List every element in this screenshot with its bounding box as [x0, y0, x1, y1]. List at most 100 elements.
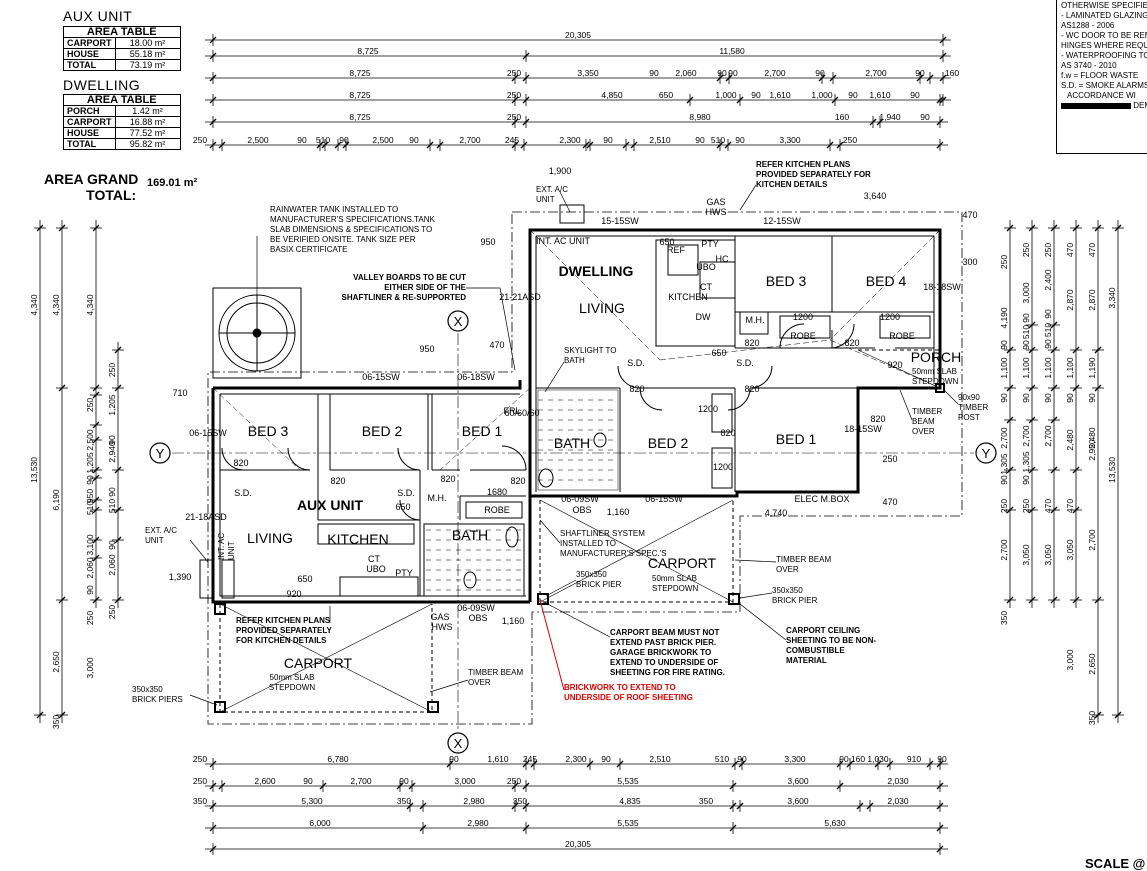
- dimension-label: 1,305: [1021, 451, 1031, 473]
- plan-small-label: 820: [510, 476, 525, 486]
- dimension-tick-slash: [1006, 416, 1014, 424]
- plan-small-label: OBS: [572, 505, 591, 515]
- plan-small-label: 18-18SW: [923, 282, 961, 292]
- note-line: SHEETING TO BE NON-: [786, 636, 876, 645]
- dimension-label: 1,000: [811, 90, 833, 100]
- grand-total-label-1: AREA GRAND: [44, 171, 139, 187]
- dimension-tick-slash: [522, 96, 530, 104]
- dimension-tick-slash: [1094, 224, 1102, 232]
- note-line: EXT. A/C: [145, 526, 177, 535]
- dimension-label: 90: [751, 90, 761, 100]
- room-label-aux-bed-3: BED 3: [248, 423, 289, 439]
- dimension-label: 350: [51, 715, 61, 729]
- plan-small-label: 1200: [698, 404, 718, 414]
- dimension-label: 2,030: [887, 776, 909, 786]
- dimension-label: 6,000: [309, 818, 331, 828]
- dwelling-label: DWELLING: [559, 263, 634, 279]
- dimension-label: 90: [695, 135, 705, 145]
- dimension-label: 2,980: [463, 796, 485, 806]
- dimension-tick-slash: [1006, 224, 1014, 232]
- note-line: KITCHEN DETAILS: [756, 180, 828, 189]
- dimension-label: 1,610: [769, 90, 791, 100]
- dimension-tick-slash: [936, 845, 944, 853]
- note-line: BE VERIFIED ONSITE. TANK SIZE PER: [270, 235, 416, 244]
- grand-total-label: AREA GRAND TOTAL:: [44, 171, 138, 203]
- dimension-tick-slash: [511, 782, 519, 790]
- note-line: GARAGE BRICKWORK TO: [610, 648, 711, 657]
- plan-small-label: M.H.: [746, 315, 765, 325]
- note-line: FOR KITCHEN DETAILS: [236, 636, 327, 645]
- roof-outline: [207, 211, 963, 725]
- plan-small-label: CT: [700, 282, 712, 292]
- dimension-tick-slash: [511, 74, 519, 82]
- note-line: SHAFTLINER SYSTEM: [560, 529, 645, 538]
- dimension-tick-slash: [1028, 506, 1036, 514]
- dimension-label: 2,600: [254, 776, 276, 786]
- dimension-label: 2,700: [350, 776, 372, 786]
- legend-line: - WATERPROOFING TO: [1061, 51, 1147, 60]
- grid-marker-circle: [447, 732, 469, 754]
- note-line: BEAM: [912, 417, 935, 426]
- dimension-tick-slash: [1028, 321, 1036, 329]
- room-label-aux-living: LIVING: [247, 530, 293, 546]
- dimension-label: 2,500: [372, 135, 394, 145]
- dimension-label: 3,000: [1065, 649, 1075, 671]
- dimension-label: 250: [193, 754, 207, 764]
- dimension-label: 3,050: [1043, 544, 1053, 566]
- dimension-label: 250: [1043, 243, 1053, 257]
- plan-small-label: 820: [844, 338, 859, 348]
- dimension-tick-slash: [319, 782, 327, 790]
- dimension-tick-slash: [92, 466, 100, 474]
- dimension-label: 4,340: [85, 294, 95, 316]
- dimension-label: 90: [409, 135, 419, 145]
- dimension-tick-slash: [58, 711, 66, 719]
- dimension-label: 2,060: [675, 68, 697, 78]
- dimension-tick-slash: [522, 74, 530, 82]
- note-line: INSTALLED TO: [560, 539, 616, 548]
- plan-small-label: 12-15SW: [763, 216, 801, 226]
- dimension-tick-slash: [92, 554, 100, 562]
- dimension-label: 250: [507, 776, 521, 786]
- dimension-label: 11,580: [719, 46, 745, 56]
- dimension-tick-slash: [1028, 346, 1036, 354]
- dimension-tick-slash: [716, 74, 724, 82]
- dimension-tick-slash: [218, 141, 226, 149]
- dimension-label: 90: [910, 90, 920, 100]
- note-line: STEPDOWN: [269, 683, 315, 692]
- note-line: 90x90: [958, 393, 980, 402]
- dimension-label: 1,940: [879, 112, 901, 122]
- dimension-tick-slash: [856, 802, 864, 810]
- dimension-tick-slash: [92, 224, 100, 232]
- note-line: BATH: [564, 356, 585, 365]
- note-line: MANUFACTURER'S SPECIFICATIONS.TANK: [270, 215, 435, 224]
- dimension-tick-slash: [936, 824, 944, 832]
- dimension-tick-slash: [716, 141, 724, 149]
- dimension-tick-slash: [342, 141, 350, 149]
- note-line: BRICK PIER: [772, 596, 818, 605]
- dimension-label: 20,305: [565, 839, 591, 849]
- legend-line: AS 3740 - 2010: [1061, 61, 1117, 70]
- plan-small-label: ROBE: [889, 331, 915, 341]
- plan-small-label: 650: [297, 574, 312, 584]
- dimension-tick-slash: [936, 96, 944, 104]
- note-line: 350x350: [772, 586, 803, 595]
- plan-small-label: KITCHEN: [668, 292, 708, 302]
- grid-marker-letter: Y: [982, 446, 991, 461]
- note-line: 350x350: [576, 570, 607, 579]
- dimension-label: 250: [999, 255, 1009, 269]
- dimension-tick-slash: [729, 782, 737, 790]
- dimension-tick-slash: [92, 474, 100, 482]
- dimension-tick-slash: [729, 824, 737, 832]
- dimension-tick-slash: [522, 52, 530, 60]
- plan-small-label: 21-21ASD: [499, 292, 541, 302]
- note-line: 50mm SLAB: [652, 574, 697, 583]
- rainwater-note: RAINWATER TANK INSTALLED TOMANUFACTURER'…: [270, 205, 435, 254]
- dimension-label: 13,530: [29, 457, 39, 483]
- dimension-tick-slash: [1050, 224, 1058, 232]
- dimension-tick-slash: [622, 141, 630, 149]
